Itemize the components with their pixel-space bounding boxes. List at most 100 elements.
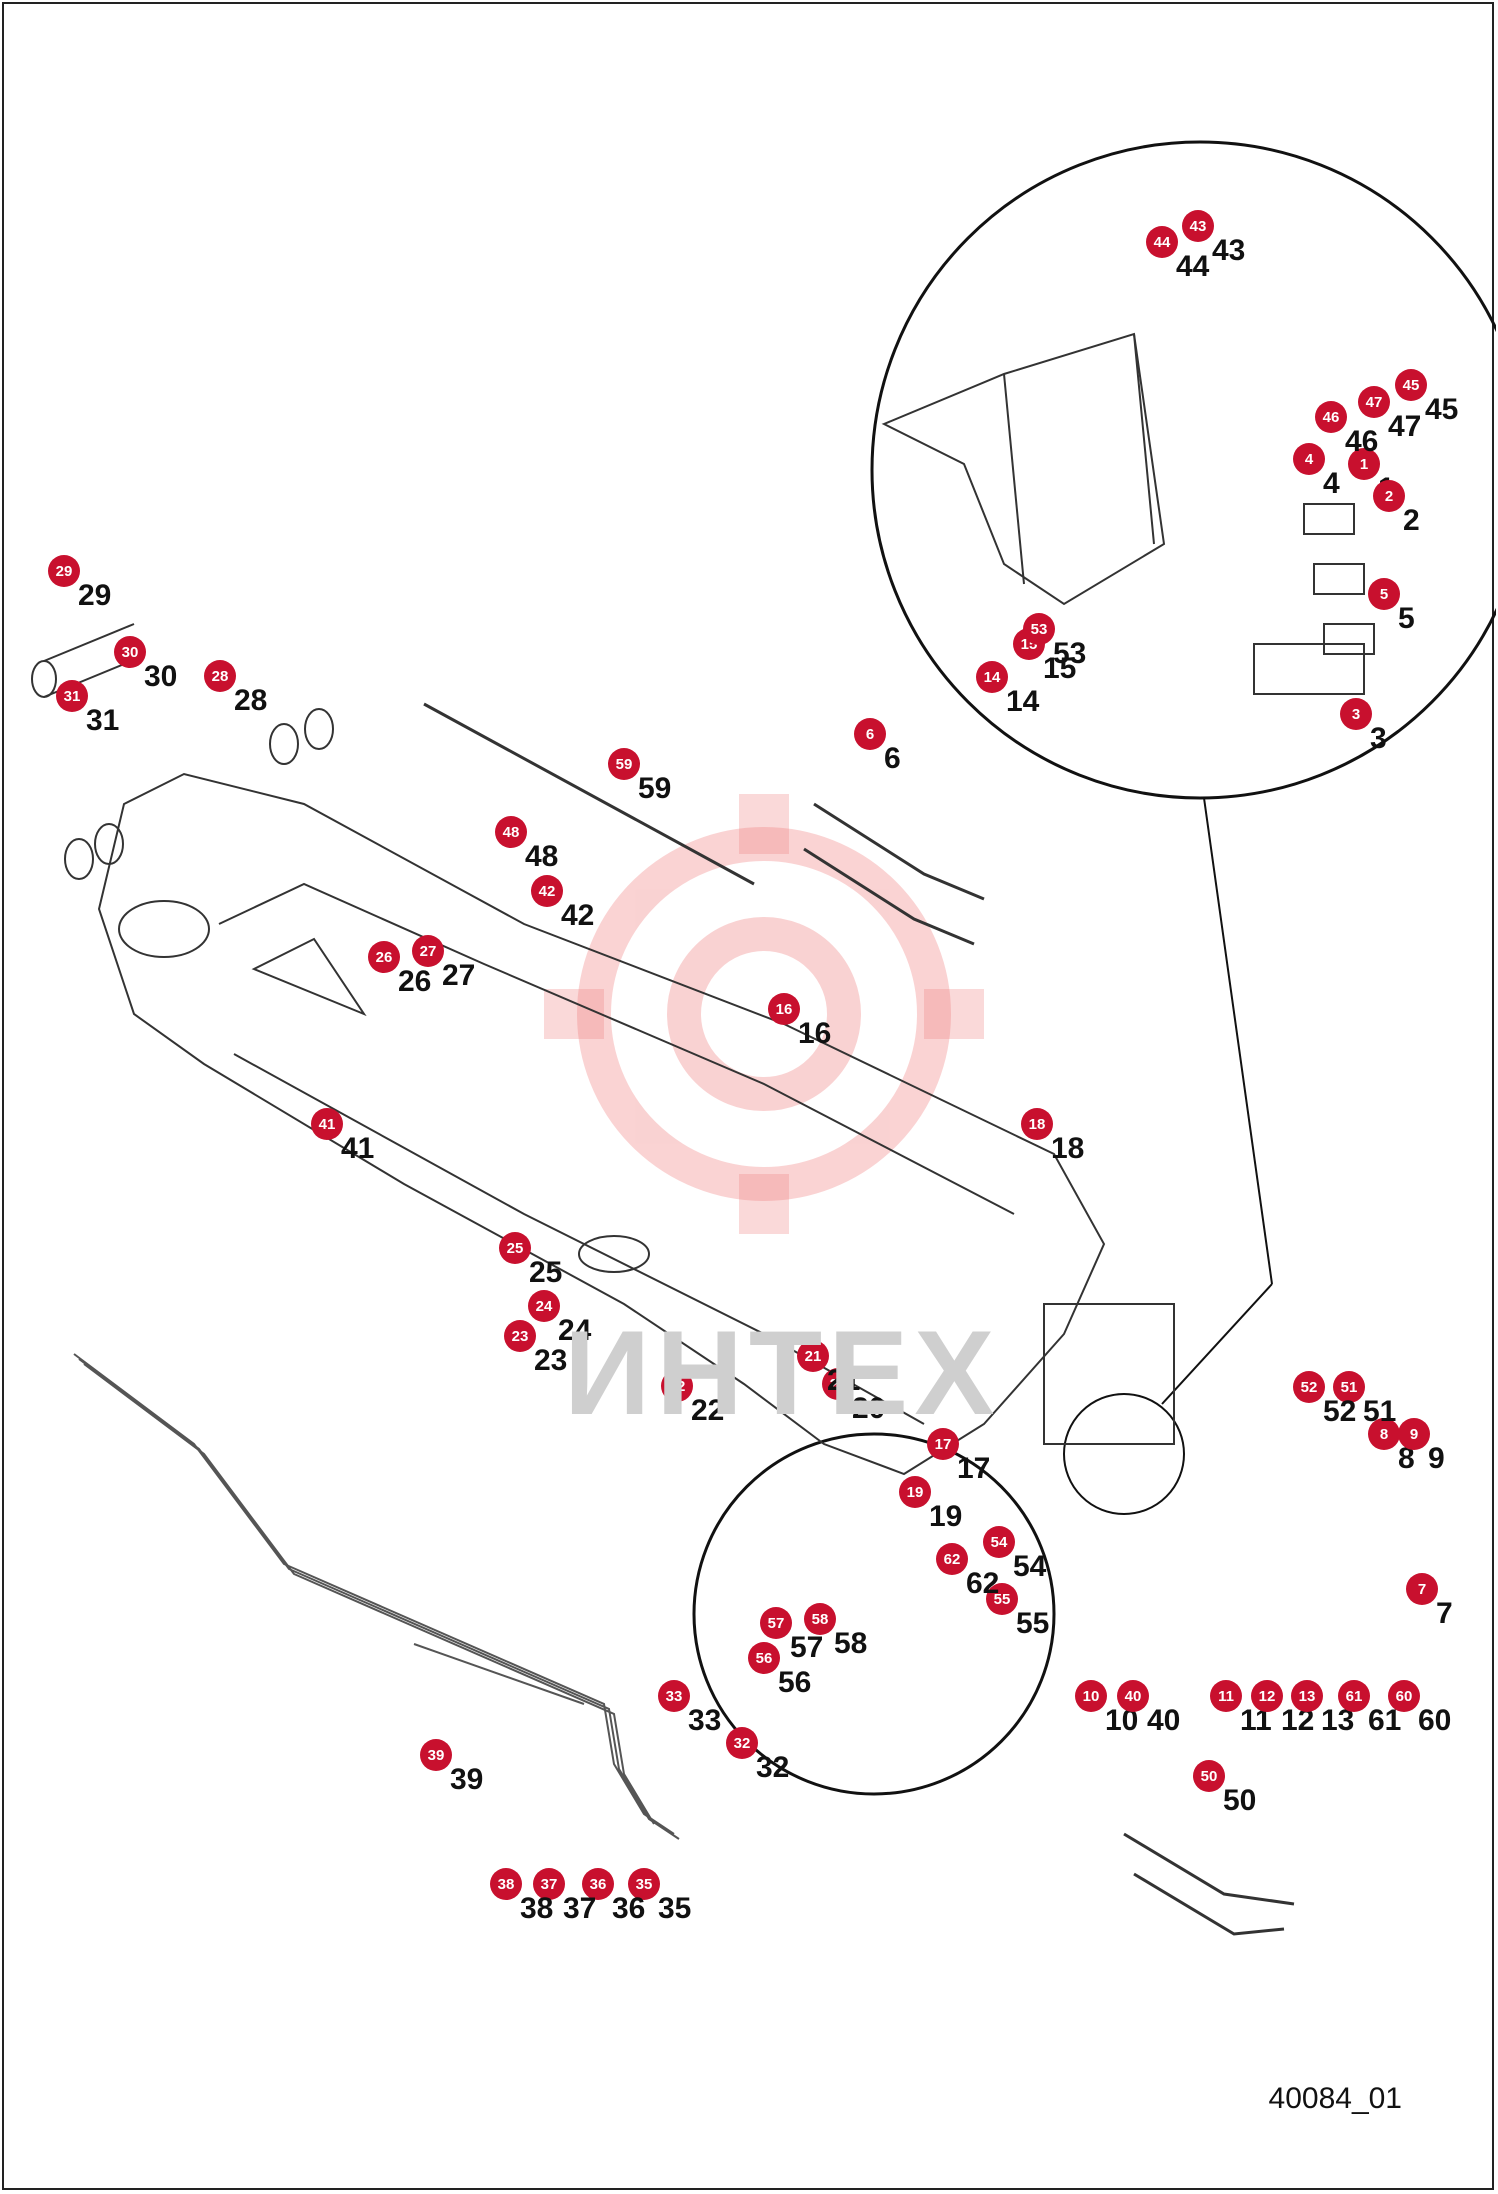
callout-23-marker	[504, 1320, 536, 1352]
callout-17: 17	[935, 1436, 952, 1453]
callout-14-marker	[976, 661, 1008, 693]
part-label-48: 48	[525, 840, 558, 873]
callout-43: 43	[1190, 218, 1207, 235]
callout-52: 52	[1301, 1379, 1318, 1396]
callout-60-marker	[1388, 1680, 1420, 1712]
callout-16: 16	[776, 1001, 793, 1018]
callout-29-marker	[48, 555, 80, 587]
callout-43-marker	[1182, 210, 1214, 242]
part-label-25: 25	[529, 1256, 562, 1289]
part-label-33: 33	[688, 1704, 721, 1737]
callout-28: 28	[212, 668, 229, 685]
callout-44-marker	[1146, 226, 1178, 258]
callout-48-marker	[495, 816, 527, 848]
pins-28-30	[31, 623, 334, 880]
detail-circle-top	[870, 140, 1496, 800]
callout-53-marker	[1023, 613, 1055, 645]
watermark-gear-teeth	[544, 794, 984, 1234]
callout-52-marker	[1293, 1371, 1325, 1403]
part-label-2: 2	[1403, 504, 1420, 537]
callout-47: 47	[1366, 394, 1383, 411]
callout-6: 6	[866, 726, 874, 743]
part-label-31: 31	[86, 704, 119, 737]
callout-55: 55	[994, 1591, 1011, 1608]
part-label-35: 35	[658, 1892, 691, 1925]
part-label-60: 60	[1418, 1704, 1451, 1737]
callout-39: 39	[428, 1747, 445, 1764]
callout-25-marker	[499, 1232, 531, 1264]
callout-19: 19	[907, 1484, 924, 1501]
callout-10: 10	[1083, 1688, 1100, 1705]
callout-11-marker	[1210, 1680, 1242, 1712]
exploded-parts-diagram: 1122334455667788991010111112121313141415…	[31, 140, 1496, 1936]
callout-13-marker	[1291, 1680, 1323, 1712]
callout-3-marker	[1340, 698, 1372, 730]
part-label-23: 23	[534, 1344, 567, 1377]
callout-35-marker	[628, 1868, 660, 1900]
part-label-18: 18	[1051, 1132, 1084, 1165]
callout-4: 4	[1305, 451, 1314, 468]
callout-30-marker	[114, 636, 146, 668]
callout-20: 20	[830, 1376, 847, 1393]
detail-circle-bottom	[692, 1432, 1056, 1796]
callout-36-marker	[582, 1868, 614, 1900]
detail-leader-line	[1203, 797, 1273, 1285]
callout-6-marker	[854, 718, 886, 750]
callout-60: 60	[1396, 1688, 1413, 1705]
callout-3: 3	[1352, 706, 1360, 723]
callout-41: 41	[319, 1116, 336, 1133]
callout-12: 12	[1259, 1688, 1276, 1705]
callout-9-marker	[1398, 1418, 1430, 1450]
callout-46-marker	[1315, 401, 1347, 433]
part-label-15: 15	[1043, 652, 1076, 685]
callout-56-marker	[748, 1642, 780, 1674]
callout-8-marker	[1368, 1418, 1400, 1450]
callout-61-marker	[1338, 1680, 1370, 1712]
callout-59: 59	[616, 756, 633, 773]
callout-27: 27	[420, 943, 437, 960]
callout-42: 42	[539, 883, 556, 900]
callout-58: 58	[812, 1611, 829, 1628]
part-label-28: 28	[234, 684, 267, 717]
callout-57: 57	[768, 1615, 785, 1632]
part-label-52: 52	[1323, 1395, 1356, 1428]
part-label-47: 47	[1388, 410, 1421, 443]
callout-51-marker	[1333, 1371, 1365, 1403]
part-label-16: 16	[798, 1017, 831, 1050]
callout-40-marker	[1117, 1680, 1149, 1712]
callout-group: 1122334455667788991010111112121313141415…	[48, 210, 1458, 1925]
detail-frame-drawing	[881, 332, 1375, 695]
part-label-42: 42	[561, 899, 594, 932]
part-label-26: 26	[398, 965, 431, 998]
part-label-17: 17	[957, 1452, 990, 1485]
callout-2-marker	[1373, 480, 1405, 512]
part-label-19: 19	[929, 1500, 962, 1533]
callout-40: 40	[1125, 1688, 1142, 1705]
callout-55-marker	[986, 1583, 1018, 1615]
detail-leader-line-2	[1161, 1283, 1273, 1405]
detail-target-circle	[1063, 1393, 1185, 1515]
callout-29: 29	[56, 563, 73, 580]
callout-5: 5	[1380, 586, 1388, 603]
callout-22: 22	[669, 1378, 686, 1395]
callout-48: 48	[503, 824, 520, 841]
callout-50-marker	[1193, 1760, 1225, 1792]
callout-5-marker	[1368, 578, 1400, 610]
callout-56: 56	[756, 1650, 773, 1667]
part-label-20: 20	[852, 1392, 885, 1425]
callout-38-marker	[490, 1868, 522, 1900]
callout-31-marker	[56, 680, 88, 712]
callout-37-marker	[533, 1868, 565, 1900]
callout-7: 7	[1418, 1581, 1426, 1598]
callout-46: 46	[1323, 409, 1340, 426]
part-label-55: 55	[1016, 1607, 1049, 1640]
callout-54: 54	[991, 1534, 1008, 1551]
callout-4-marker	[1293, 443, 1325, 475]
callout-31: 31	[64, 688, 81, 705]
watermark-text: ИНТЕХ	[564, 1306, 1001, 1440]
callout-16-marker	[768, 993, 800, 1025]
callout-51: 51	[1341, 1379, 1358, 1396]
callout-44: 44	[1154, 234, 1171, 251]
callout-54-marker	[983, 1526, 1015, 1558]
